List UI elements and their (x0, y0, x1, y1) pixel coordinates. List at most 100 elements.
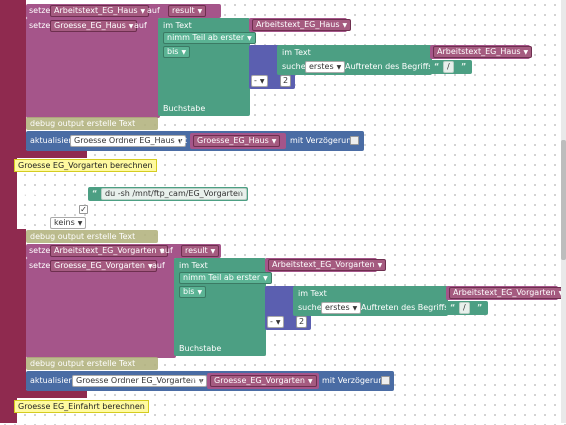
quote-close-icon: ” (477, 303, 483, 312)
chevron-down-icon: ▼ (259, 78, 265, 85)
variable-dropdown[interactable]: Arbeitstext_EG_Haus▼ (252, 19, 352, 31)
results-checkbox[interactable]: ✓ (79, 205, 88, 214)
variable-dropdown[interactable]: Arbeitstext_EG_Haus▼ (433, 46, 533, 58)
variable-name: Arbeitstext_EG_Haus (256, 20, 340, 29)
state-name: Groesse Ordner EG_Haus (74, 136, 175, 145)
mode-name: nimm Teil ab erster (167, 33, 245, 42)
set-label: setze (29, 261, 51, 270)
variable-dropdown[interactable]: Arbeitstext_EG_Vorgarten▼ (50, 245, 169, 257)
variable-dropdown[interactable]: Groesse_EG_Haus▼ (193, 135, 281, 147)
state-object-dropdown[interactable]: Groesse Ordner EG_Haus▼ (70, 135, 187, 147)
variable-dropdown[interactable]: Groesse_EG_Vorgarten▼ (210, 375, 317, 387)
find-variable-block[interactable]: Arbeitstext_EG_Haus▼ (430, 45, 533, 59)
value-variable-block[interactable]: Groesse_EG_Vorgarten▼ (207, 373, 319, 389)
comment-title-einfahrt: Groesse EG_Einfahrt berechnen (14, 400, 149, 413)
text-find-block[interactable]: im Text suche erstes▼ Auftreten des Begr… (277, 45, 432, 75)
string-literal-block[interactable]: “ / ” (446, 301, 488, 315)
exec-callback-container-vorgarten (17, 229, 26, 396)
text-substring-block[interactable]: im Text nimm Teil ab erster▼ bis▼ Buchst… (174, 258, 272, 356)
string-literal-block[interactable]: “ / ” (430, 60, 472, 74)
exec-callback-bottom-vorgarten (17, 390, 87, 398)
substring-mode-dropdown[interactable]: nimm Teil ab erster▼ (163, 32, 256, 44)
string-value[interactable]: / (443, 61, 454, 73)
set-variable-block[interactable]: setze Groesse_EG_Haus▼ auf (26, 18, 160, 118)
mit-label: mit (174, 136, 188, 145)
result-dropdown[interactable]: result▼ (181, 245, 220, 257)
update-state-block[interactable]: aktualisiere Groesse Ordner EG_Vorgarten… (26, 371, 394, 391)
chevron-down-icon: ▼ (377, 262, 383, 269)
chevron-down-icon: ▼ (197, 289, 203, 296)
auf-label: auf (147, 6, 160, 15)
variable-dropdown[interactable]: Arbeitstext_EG_Vorgarten▼ (268, 259, 387, 271)
update-state-block[interactable]: aktualisiere Groesse Ordner EG_Haus▼ mit… (26, 131, 364, 151)
value-variable-block[interactable]: Groesse_EG_Haus▼ (190, 133, 286, 149)
occurrence-dropdown[interactable]: erstes▼ (321, 302, 362, 314)
chevron-down-icon: ▼ (198, 378, 204, 385)
chevron-down-icon: ▼ (352, 305, 358, 312)
text-find-block[interactable]: im Text suche erstes▼ Auftreten des Begr… (293, 286, 448, 316)
operator-dropdown[interactable]: -▼ (251, 75, 268, 87)
variable-name: Groesse_EG_Vorgarten (214, 376, 305, 385)
debug-output-block[interactable]: debug output erstelle Text (26, 117, 158, 130)
loglevel-dropdown[interactable]: keins▼ (50, 217, 87, 229)
command-value[interactable]: du -sh /mnt/ftp_cam/EG_Vorgarten (101, 188, 247, 200)
delay-checkbox[interactable] (350, 136, 359, 145)
substring-end-dropdown[interactable]: bis▼ (163, 46, 191, 58)
suche-label: suche (298, 303, 322, 312)
chevron-down-icon: ▼ (181, 49, 187, 56)
variable-dropdown[interactable]: Groesse_EG_Vorgarten▼ (50, 260, 157, 272)
substring-mode-dropdown[interactable]: nimm Teil ab erster▼ (179, 272, 272, 284)
scrollbar-thumb[interactable] (561, 140, 566, 260)
im-text-label: im Text (163, 21, 192, 30)
number-field[interactable]: 2 (280, 75, 291, 87)
occurrence-dropdown[interactable]: erstes▼ (305, 61, 346, 73)
variable-dropdown[interactable]: Arbeitstext_EG_Haus▼ (50, 5, 150, 17)
chevron-down-icon: ▼ (159, 248, 165, 255)
debug-output-block[interactable]: debug output erstelle Text (26, 230, 158, 243)
variable-name: Arbeitstext_EG_Vorgarten (272, 260, 375, 269)
exec-callback-container-haus (17, 0, 26, 155)
im-text-variable-block[interactable]: Arbeitstext_EG_Haus▼ (249, 18, 352, 32)
text-substring-block[interactable]: im Text nimm Teil ab erster▼ bis▼ Buchst… (158, 18, 256, 116)
chevron-down-icon: ▼ (336, 64, 342, 71)
suche-label: suche (282, 62, 306, 71)
set-variable-block[interactable]: setze Arbeitstext_EG_Haus▼ auf result▼ (26, 4, 221, 18)
im-text-variable-block[interactable]: Arbeitstext_EG_Vorgarten▼ (265, 258, 387, 272)
string-value[interactable]: / (459, 302, 470, 314)
chevron-down-icon: ▼ (247, 35, 252, 42)
variable-name: result (185, 246, 208, 255)
variable-name: Arbeitstext_EG_Vorgarten (54, 246, 157, 255)
set-variable-block[interactable]: setze Groesse_EG_Vorgarten▼ auf (26, 258, 176, 358)
exec-callback-bottom-haus (17, 150, 87, 158)
debug-label: debug output erstelle Text (30, 359, 136, 368)
state-name: Groesse Ordner EG_Vorgarten (76, 376, 196, 385)
loglevel-name: keins (54, 218, 75, 227)
state-object-dropdown[interactable]: Groesse Ordner EG_Vorgarten▼ (72, 375, 208, 387)
result-dropdown[interactable]: result▼ (168, 5, 207, 17)
command-string-block[interactable]: “ du -sh /mnt/ftp_cam/EG_Vorgarten ” (88, 187, 248, 201)
quote-open-icon: “ (92, 189, 98, 198)
number-field[interactable]: 2 (296, 316, 307, 328)
mode-name: nimm Teil ab erster (183, 273, 261, 282)
im-text-label: im Text (282, 48, 311, 57)
substring-end-dropdown[interactable]: bis▼ (179, 286, 207, 298)
auftreten-label: Auftreten des Begriffs (361, 303, 449, 312)
quote-close-icon: ” (238, 189, 244, 198)
variable-dropdown[interactable]: Arbeitstext_EG_Vorgarten▼ (449, 287, 566, 299)
chevron-down-icon: ▼ (147, 263, 153, 270)
set-variable-block[interactable]: setze Arbeitstext_EG_Vorgarten▼ auf resu… (26, 244, 221, 258)
im-text-label: im Text (298, 289, 327, 298)
chevron-down-icon: ▼ (197, 8, 203, 15)
variable-dropdown[interactable]: Groesse_EG_Haus▼ (50, 20, 138, 32)
vertical-scrollbar[interactable] (561, 0, 566, 423)
operator-name: - (270, 317, 273, 326)
find-variable-block[interactable]: Arbeitstext_EG_Vorgarten▼ (446, 286, 566, 300)
chevron-down-icon: ▼ (307, 378, 313, 385)
chevron-down-icon: ▼ (263, 275, 268, 282)
delay-checkbox[interactable] (381, 376, 390, 385)
chevron-down-icon: ▼ (140, 8, 146, 15)
operator-dropdown[interactable]: -▼ (267, 316, 284, 328)
comment-title-vorgarten: Groesse EG_Vorgarten berechnen (14, 159, 157, 172)
debug-output-block[interactable]: debug output erstelle Text (26, 357, 158, 370)
chevron-down-icon: ▼ (559, 290, 564, 297)
